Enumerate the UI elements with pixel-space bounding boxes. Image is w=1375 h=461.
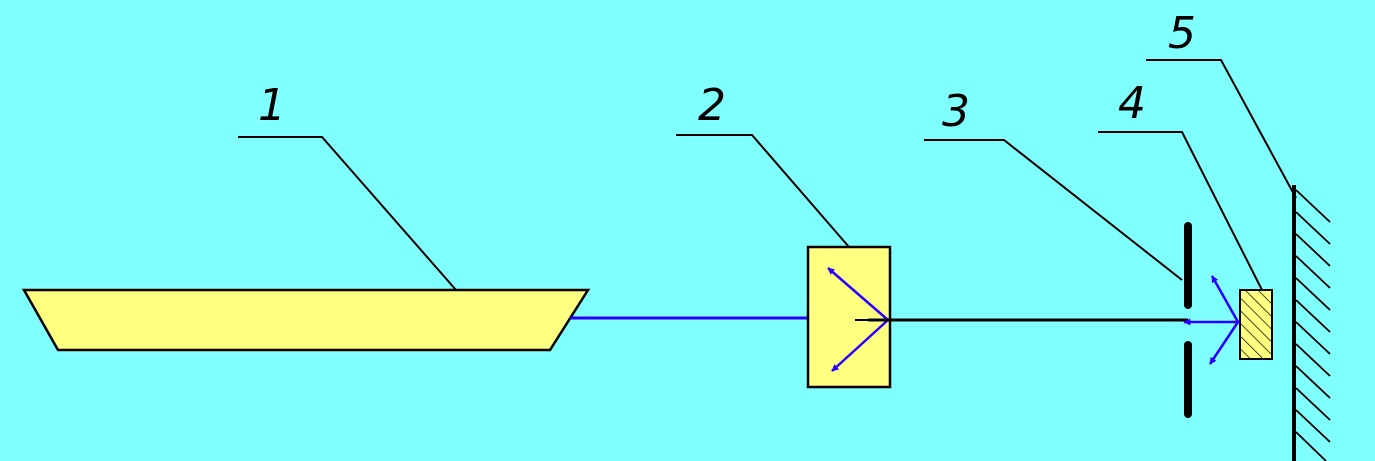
leader-line-5 (1146, 59, 1297, 199)
splitter-block (806, 245, 892, 389)
callout-4: 4 (1118, 78, 1146, 129)
callout-2: 2 (698, 80, 726, 131)
sample-hatching (1239, 289, 1273, 360)
wall (1292, 185, 1331, 461)
sample-ray-up (1210, 275, 1240, 323)
scatter-ray-down (831, 319, 889, 372)
sample-ray-down (1208, 321, 1240, 365)
callout-3: 3 (942, 86, 970, 137)
leader-line-3 (924, 139, 1183, 281)
callout-1: 1 (258, 80, 286, 131)
leader-line-4 (1098, 131, 1263, 291)
source-body (21, 288, 591, 352)
leader-line-2 (676, 134, 850, 248)
callout-5: 5 (1168, 8, 1196, 59)
scatter-ray-up (827, 267, 889, 321)
leader-line-1 (238, 136, 457, 291)
